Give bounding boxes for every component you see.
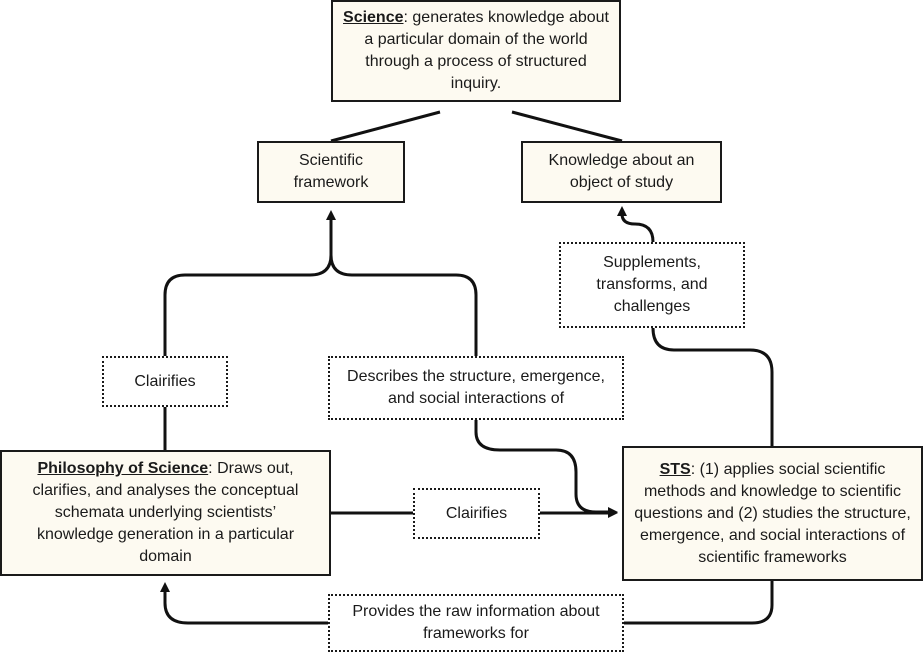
sts-definition: : (1) applies social scientific methods … (634, 460, 911, 566)
describes-text: Describes the structure, emergence, and … (347, 368, 605, 407)
provides-label: Provides the raw information about frame… (328, 594, 624, 652)
describes-to-sts-arrow (474, 420, 618, 517)
science-to-knowledge-line (511, 110, 623, 143)
describes-to-framework-arrow (329, 214, 478, 356)
provides-text: Provides the raw information about frame… (352, 603, 600, 642)
knowledge-text: Knowledge about an object of study (548, 152, 695, 191)
sts-box: STS: (1) applies social scientific metho… (622, 446, 923, 581)
supplements-to-knowledge-arrow (617, 206, 655, 243)
science-term: Science (343, 9, 404, 26)
science-to-framework-line (330, 110, 441, 143)
philosophy-definition: : Draws out, clarifies, and analyses the… (32, 460, 299, 565)
clarifies-left-text: Clairifies (134, 372, 196, 390)
scientific-framework-text: Scientific framework (293, 152, 369, 191)
philosophy-to-framework-arrow (163, 210, 336, 450)
clarifies-left-label: Clairifies (102, 356, 228, 407)
scientific-framework-box: Scientific framework (257, 141, 405, 203)
sts-term: STS (659, 460, 691, 478)
describes-label: Describes the structure, emergence, and … (328, 356, 624, 420)
science-definition: : generates knowledge about a particular… (364, 9, 609, 92)
philosophy-term: Philosophy of Science (37, 460, 209, 477)
supplements-label: Supplements, transforms, and challenges (559, 242, 745, 328)
sts-to-knowledge-arrow (651, 327, 774, 446)
science-box: Science: generates knowledge about a par… (331, 0, 621, 102)
supplements-text: Supplements, transforms, and challenges (596, 254, 708, 315)
philosophy-of-science-box: Philosophy of Science: Draws out, clarif… (0, 450, 331, 576)
clarifies-mid-text: Clairifies (445, 504, 508, 522)
knowledge-box: Knowledge about an object of study (521, 141, 722, 203)
clarifies-mid-label: Clairifies (413, 488, 540, 539)
